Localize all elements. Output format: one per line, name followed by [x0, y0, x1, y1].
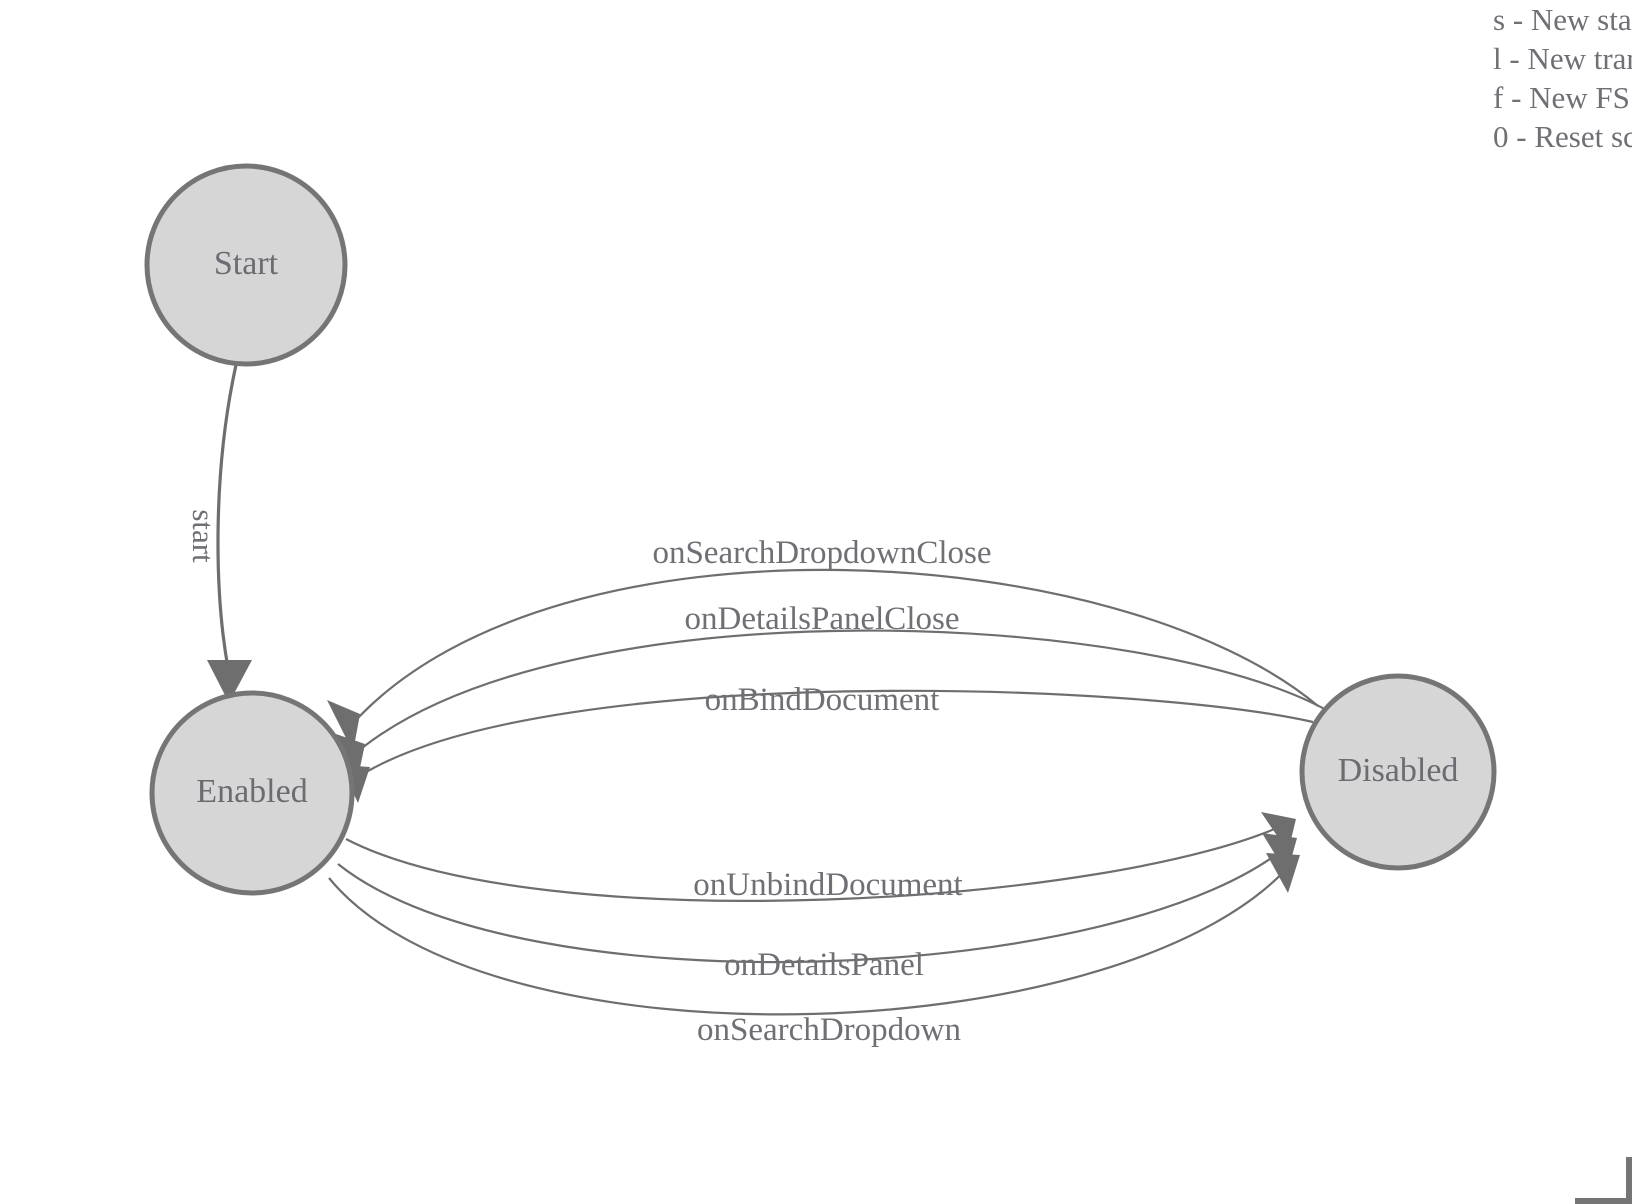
edge-label-onSearchDropdown: onSearchDropdown — [697, 1012, 961, 1048]
edge-label-onSearchDropdownClose: onSearchDropdownClose — [652, 535, 991, 571]
edge-onSearchDropdownClose[interactable] — [327, 568, 1319, 752]
edge-path — [356, 568, 1319, 720]
edge-path — [367, 689, 1314, 772]
arrow-head-icon — [1266, 853, 1300, 893]
edge-label-onBindDocument: onBindDocument — [705, 682, 940, 718]
edge-label-onUnbindDocument: onUnbindDocument — [693, 867, 962, 903]
edge-path — [328, 857, 1297, 1016]
edge-onSearchDropdown[interactable] — [328, 853, 1300, 1016]
arrow-head-icon — [327, 700, 360, 752]
edge-label-onDetailsPanel: onDetailsPanel — [724, 947, 924, 983]
node-start[interactable]: Start — [144, 163, 348, 367]
edge-path — [361, 629, 1331, 749]
edge-path — [345, 821, 1291, 902]
edge-label-start: start — [186, 509, 221, 563]
edge-path — [216, 364, 238, 669]
arrow-head-icon — [207, 660, 252, 703]
node-start-circle[interactable] — [144, 163, 348, 367]
node-enabled-label: Enabled — [196, 773, 307, 810]
edge-start[interactable] — [207, 364, 252, 703]
node-disabled-label: Disabled — [1338, 752, 1459, 789]
edge-label-onDetailsPanelClose: onDetailsPanelClose — [685, 601, 960, 637]
node-disabled-circle[interactable] — [1299, 673, 1497, 871]
node-disabled[interactable]: Disabled — [1299, 673, 1497, 871]
node-enabled[interactable]: Enabled — [149, 690, 355, 896]
edge-path — [337, 841, 1293, 964]
resize-corner-bracket[interactable] — [1575, 1157, 1632, 1204]
node-enabled-circle[interactable] — [149, 690, 355, 896]
node-start-label: Start — [214, 245, 279, 282]
